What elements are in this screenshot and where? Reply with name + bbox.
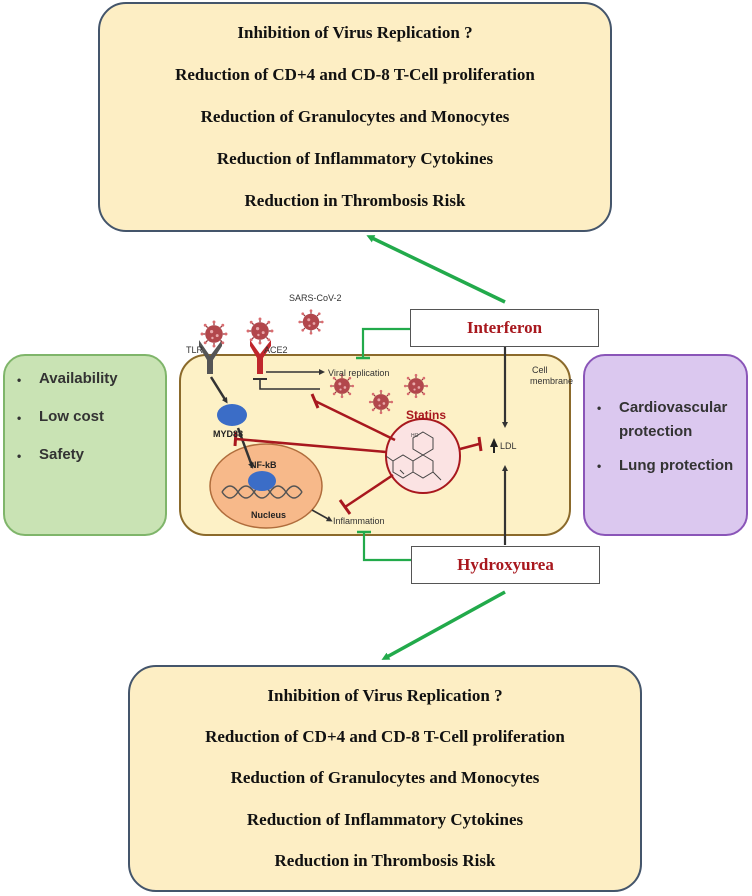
tlr-to-myd88-arrow: [209, 376, 228, 404]
list-item: • Lung protection: [597, 454, 740, 478]
hydroxyurea-box: Hydroxyurea: [411, 546, 600, 584]
ace2-label: ACE2: [264, 345, 288, 355]
effect-line: Reduction of CD+4 and CD-8 T-Cell prolif…: [205, 727, 565, 747]
ldl-label: LDL: [500, 441, 517, 451]
virus-particle-1: [199, 319, 229, 349]
effect-line: Reduction of Granulocytes and Monocytes: [200, 107, 510, 126]
effect-line: Reduction in Thrombosis Risk: [244, 191, 466, 210]
virus-particle-2: [245, 316, 275, 346]
statin-inhibition-lines: [235, 399, 480, 509]
list-item-label: Safety: [39, 446, 85, 463]
tlr-receptor: [199, 340, 222, 374]
nucleus-label: Nucleus: [251, 510, 286, 520]
effect-line: Reduction of Granulocytes and Monocytes: [230, 768, 540, 788]
myd88-to-nfkb-arrow: [236, 427, 254, 469]
bullet-icon: •: [17, 373, 22, 387]
sars-cov-2-label: SARS-CoV-2: [289, 293, 342, 303]
bullet-icon: •: [17, 411, 22, 425]
bullet-icon: •: [17, 449, 22, 463]
viral-replication-label: Viral replication: [328, 368, 389, 378]
nfkb-label: NF-kB: [250, 460, 277, 470]
list-item: • Cardiovascular protection: [597, 396, 740, 444]
myd88-protein: [217, 404, 247, 426]
effect-line: Reduction of CD+4 and CD-8 T-Cell prolif…: [175, 65, 535, 84]
protection-list: • Cardiovascular protection • Lung protect…: [597, 396, 740, 478]
statins-label: Statins: [406, 408, 446, 422]
hydroxyurea-inhibition-line: [362, 532, 411, 562]
advantages-list: • Availability • Low cost • Safety: [17, 370, 155, 466]
tlr-label: TLR: [186, 345, 204, 355]
cell-membrane-label-2: membrane: [530, 376, 573, 386]
interferon-inhibition-line: [361, 327, 410, 358]
virus-particle-3: [297, 308, 325, 336]
bullet-icon: •: [597, 459, 602, 473]
interferon-box: Interferon: [410, 309, 599, 347]
list-item-label: Availability: [39, 370, 118, 387]
effect-line: Inhibition of Virus Replication ?: [267, 685, 503, 705]
interferon-effects-box: Inhibition of Virus Replication ? Reduct…: [98, 2, 612, 232]
ho-label: HO: [411, 433, 419, 439]
nfkb-protein: [248, 471, 276, 491]
effect-line: Reduction of Inflammatory Cytokines: [216, 149, 494, 168]
list-item: • Safety: [17, 446, 155, 466]
hydroxyurea-label: Hydroxyurea: [457, 555, 554, 574]
list-item-label: Lung protection: [619, 457, 734, 474]
cell-membrane-label-1: Cell: [532, 365, 548, 375]
list-item: • Availability: [17, 370, 155, 390]
list-item: • Low cost: [17, 408, 155, 428]
myd88-label: MYD88: [213, 429, 243, 439]
protection-box: • Cardiovascular protection • Lung protect…: [583, 354, 748, 536]
ldl-up-arrow: [490, 438, 498, 453]
effect-line: Inhibition of Virus Replication ?: [237, 23, 473, 42]
effect-line: Reduction of Inflammatory Cytokines: [246, 809, 524, 829]
inflammation-label: Inflammation: [333, 516, 385, 526]
list-item-label: Cardiovascular protection: [619, 399, 728, 440]
bullet-icon: •: [597, 401, 602, 415]
statin-molecule: [385, 431, 442, 481]
ace2-receptor: [250, 340, 271, 374]
interferon-label: Interferon: [466, 318, 543, 337]
list-item-label: Low cost: [39, 408, 105, 425]
statins-circle: [385, 418, 461, 494]
interferon-effect-arrow: [366, 235, 506, 304]
virus-particle-6: [403, 373, 429, 399]
replication-feedback-inhibition: [259, 379, 320, 390]
hydroxyurea-effect-arrow: [381, 590, 506, 660]
nucleus-to-inflammation-arrow: [311, 509, 333, 522]
advantages-box: • Availability • Low cost • Safety: [3, 354, 167, 536]
virus-particle-5: [368, 389, 394, 415]
effect-line: Reduction in Thrombosis Risk: [274, 851, 496, 871]
hydroxyurea-effects-box: Inhibition of Virus Replication ? Reduct…: [128, 665, 642, 892]
